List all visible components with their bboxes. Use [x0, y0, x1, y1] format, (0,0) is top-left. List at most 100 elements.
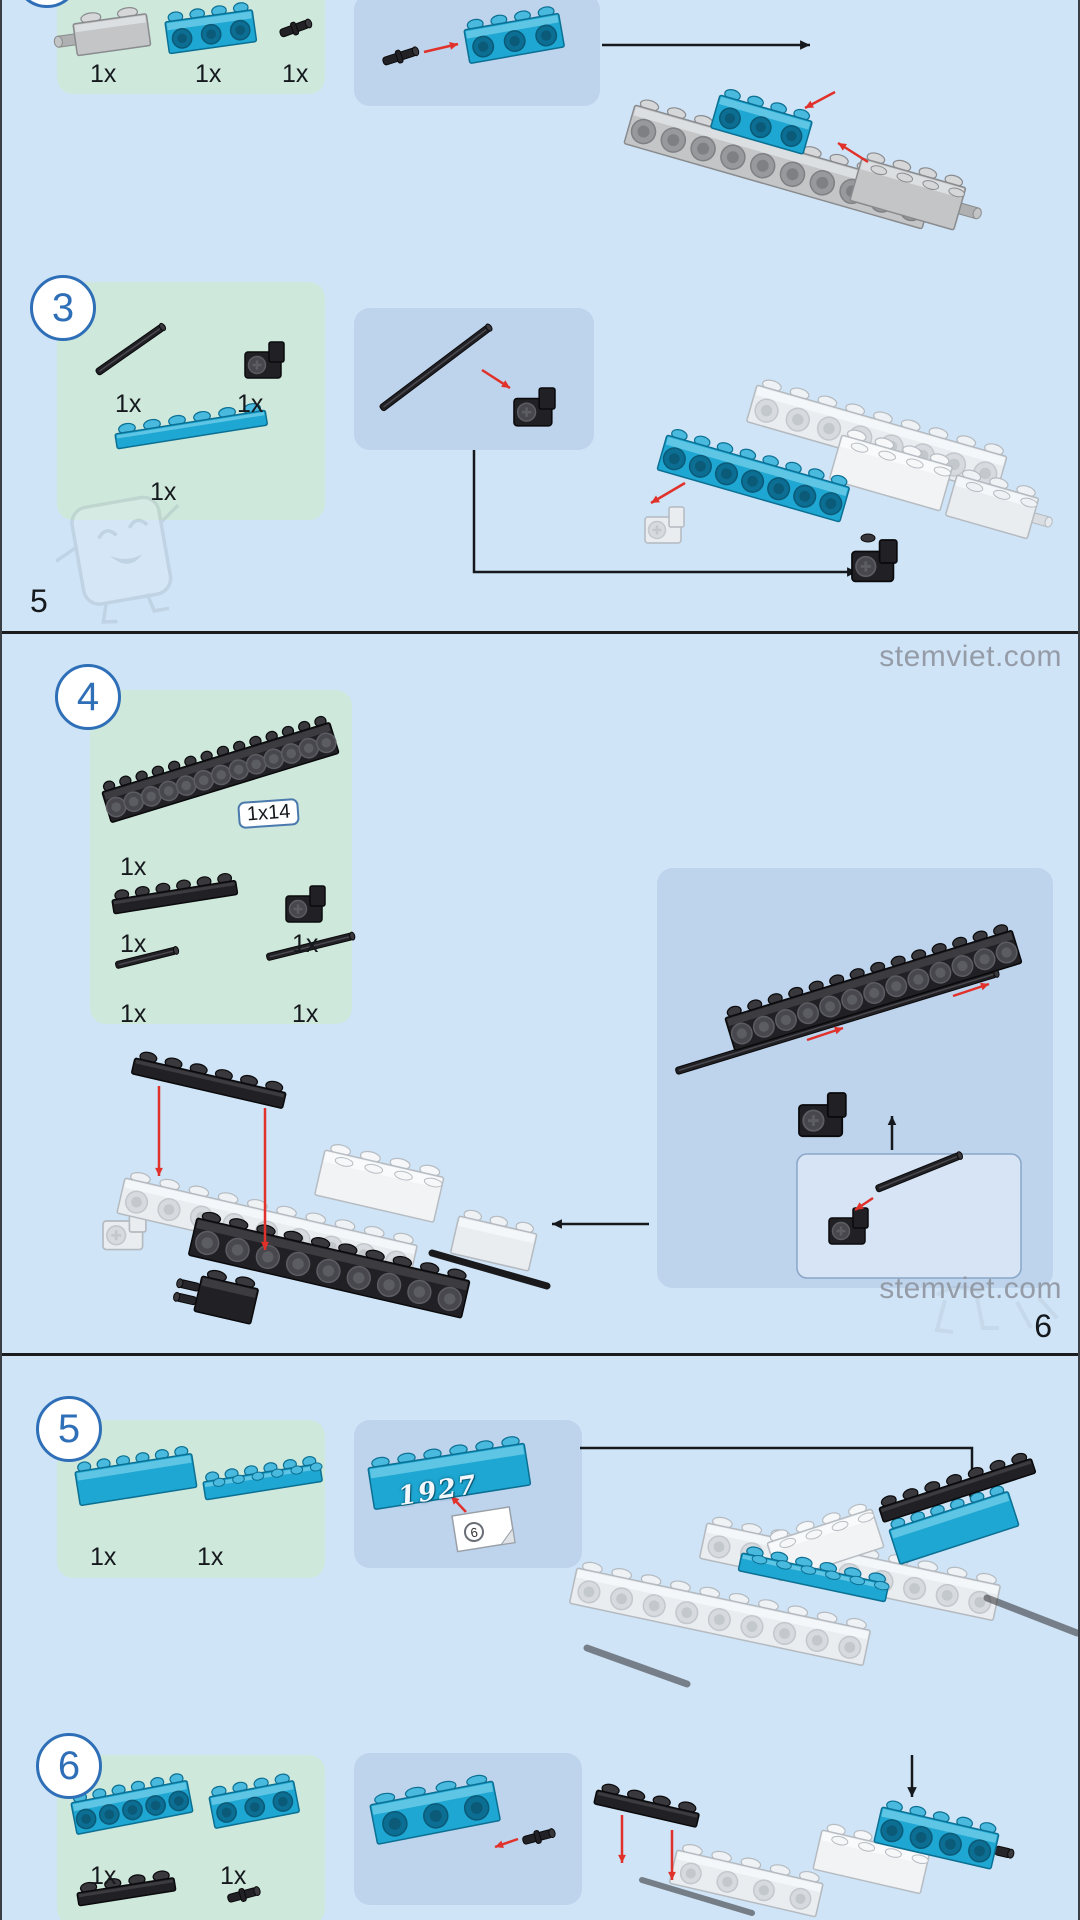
- cyan-technic-brick-new: [656, 429, 850, 523]
- step3-number-circle: 3: [30, 275, 96, 341]
- mascot-watermark: [934, 1285, 1059, 1334]
- step4-number: 4: [76, 674, 100, 719]
- black-angle-connector: [285, 885, 326, 923]
- qty-label: 1x: [220, 1862, 247, 1890]
- step6-parts-diagram: [70, 1773, 300, 1907]
- cyan-plate: [114, 403, 268, 450]
- qty-label: 1x: [120, 930, 147, 958]
- cyan-wide-plate: [202, 1455, 323, 1501]
- black-long-axle: [266, 931, 356, 961]
- qty-label: 1x: [202, 1918, 228, 1920]
- step3-assembly-diagram: [644, 379, 1053, 583]
- black-pin: [279, 18, 313, 38]
- nested-callout-box: [796, 1153, 1022, 1279]
- ghost-technic-beam: [569, 1561, 871, 1666]
- qty-label: 1x: [195, 60, 222, 88]
- qty-label: 1x: [90, 1543, 117, 1571]
- black-plate-new: [131, 1051, 287, 1109]
- qty-label: 1x: [90, 60, 117, 88]
- black-plate-new: [593, 1783, 700, 1828]
- qty-label: 1x: [150, 478, 177, 506]
- cyan-technic-brick: [463, 6, 565, 64]
- step3-number: 3: [51, 285, 75, 330]
- black-pin: [227, 1886, 261, 1903]
- step6-assembly-diagram: [593, 1755, 1015, 1918]
- qty-label: 1x: [292, 1000, 319, 1028]
- step6-number: 6: [57, 1743, 81, 1788]
- black-angle-connector-new: [851, 533, 898, 583]
- black-1x14-technic-brick: [101, 715, 340, 823]
- black-1x14-technic-brick: [724, 924, 1023, 1051]
- black-axle: [639, 1877, 755, 1916]
- black-plate: [111, 872, 239, 915]
- cyan-technic-brick: [369, 1774, 501, 1845]
- step5-number-circle: 5: [36, 1396, 102, 1462]
- cyan-brick-new: [888, 1485, 1020, 1565]
- step2-assembly-diagram: [602, 40, 982, 231]
- ghost-brick-with-axle: [945, 469, 1053, 540]
- page-number: 5: [30, 583, 48, 619]
- ghost-white-brick: [829, 429, 953, 512]
- page-divider: [2, 631, 1078, 634]
- step2-parts-diagram: [53, 2, 313, 57]
- black-pin: [382, 46, 420, 66]
- cyan-technic-brick: [70, 1773, 194, 1835]
- qty-label: 1x: [120, 1000, 147, 1028]
- step5-assembly-diagram: [569, 1452, 1078, 1688]
- qty-label: 1x: [115, 390, 142, 418]
- black-axle: [428, 1249, 551, 1290]
- page-number: 6: [1034, 1308, 1052, 1344]
- cyan-decal-brick: [367, 1436, 532, 1510]
- ghost-brick: [450, 1209, 538, 1272]
- step4-parts-box: 1x14 1x 1x 1x 1x 1x: [90, 690, 356, 1028]
- ghost-technic-beam: [669, 1844, 824, 1918]
- step5-callout-box: 1927 6: [354, 1420, 582, 1568]
- step3-callout-diagram: [379, 323, 556, 427]
- black-angle-connector: [798, 1092, 847, 1138]
- black-axle: [583, 1644, 691, 1688]
- step5-number: 5: [57, 1406, 81, 1451]
- black-plate: [76, 1870, 177, 1907]
- cyan-brick: [74, 1445, 198, 1507]
- step6-number-circle: 6: [36, 1733, 102, 1799]
- step4-callout-diagram: [675, 924, 1023, 1279]
- cyan-technic-brick: [710, 89, 813, 155]
- black-angle-connector: [828, 1207, 869, 1245]
- mascot-watermark: [55, 495, 180, 624]
- site-watermark: stemviet.com: [879, 640, 1062, 673]
- qty-label: 1x: [120, 853, 147, 881]
- black-axle-pin: [95, 322, 167, 376]
- black-axle: [875, 1151, 964, 1193]
- gray-brick-with-axle: [849, 152, 982, 231]
- cyan-wide-plate-new: [737, 1546, 890, 1603]
- step2-parts-box: 1x 1x 1x: [53, 0, 325, 94]
- step2-callout-diagram: [382, 6, 565, 66]
- step3-parts-diagram: [95, 322, 285, 450]
- site-watermark: stemviet.com: [879, 1272, 1062, 1305]
- black-angle-connector: [244, 341, 285, 379]
- step3-parts-box: 1x 1x 1x: [57, 282, 325, 520]
- step4-number-circle: 4: [55, 664, 121, 730]
- page-divider: [2, 1353, 1078, 1356]
- black-pin: [522, 1828, 556, 1845]
- qty-label: 1x: [292, 930, 319, 958]
- step6-parts-box: 1x 1x 1x 1x: [57, 1755, 325, 1920]
- qty-label: 1x: [282, 60, 309, 88]
- ghost-angle-connector: [644, 506, 685, 544]
- qty-label: 1x: [90, 1862, 117, 1890]
- qty-label: 1x: [197, 1543, 224, 1571]
- black-angle-connector: [513, 387, 556, 427]
- step6-callout-box: [354, 1753, 582, 1905]
- cyan-technic-brick-short: [208, 1773, 300, 1829]
- step4-callout-box: [657, 868, 1053, 1288]
- qty-label: 1x: [237, 390, 264, 418]
- black-axle: [983, 1594, 1078, 1637]
- cyan-technic-brick-new: [873, 1800, 1015, 1870]
- step5-parts-box: 1x 1x: [57, 1420, 325, 1578]
- black-brick-with-pins: [173, 1269, 259, 1325]
- gray-brick-with-axle: [53, 7, 152, 57]
- qty-label: 1x: [90, 1918, 116, 1920]
- assembly-arrow: [472, 450, 857, 574]
- black-axle: [379, 323, 493, 412]
- step5-parts-diagram: [74, 1445, 323, 1507]
